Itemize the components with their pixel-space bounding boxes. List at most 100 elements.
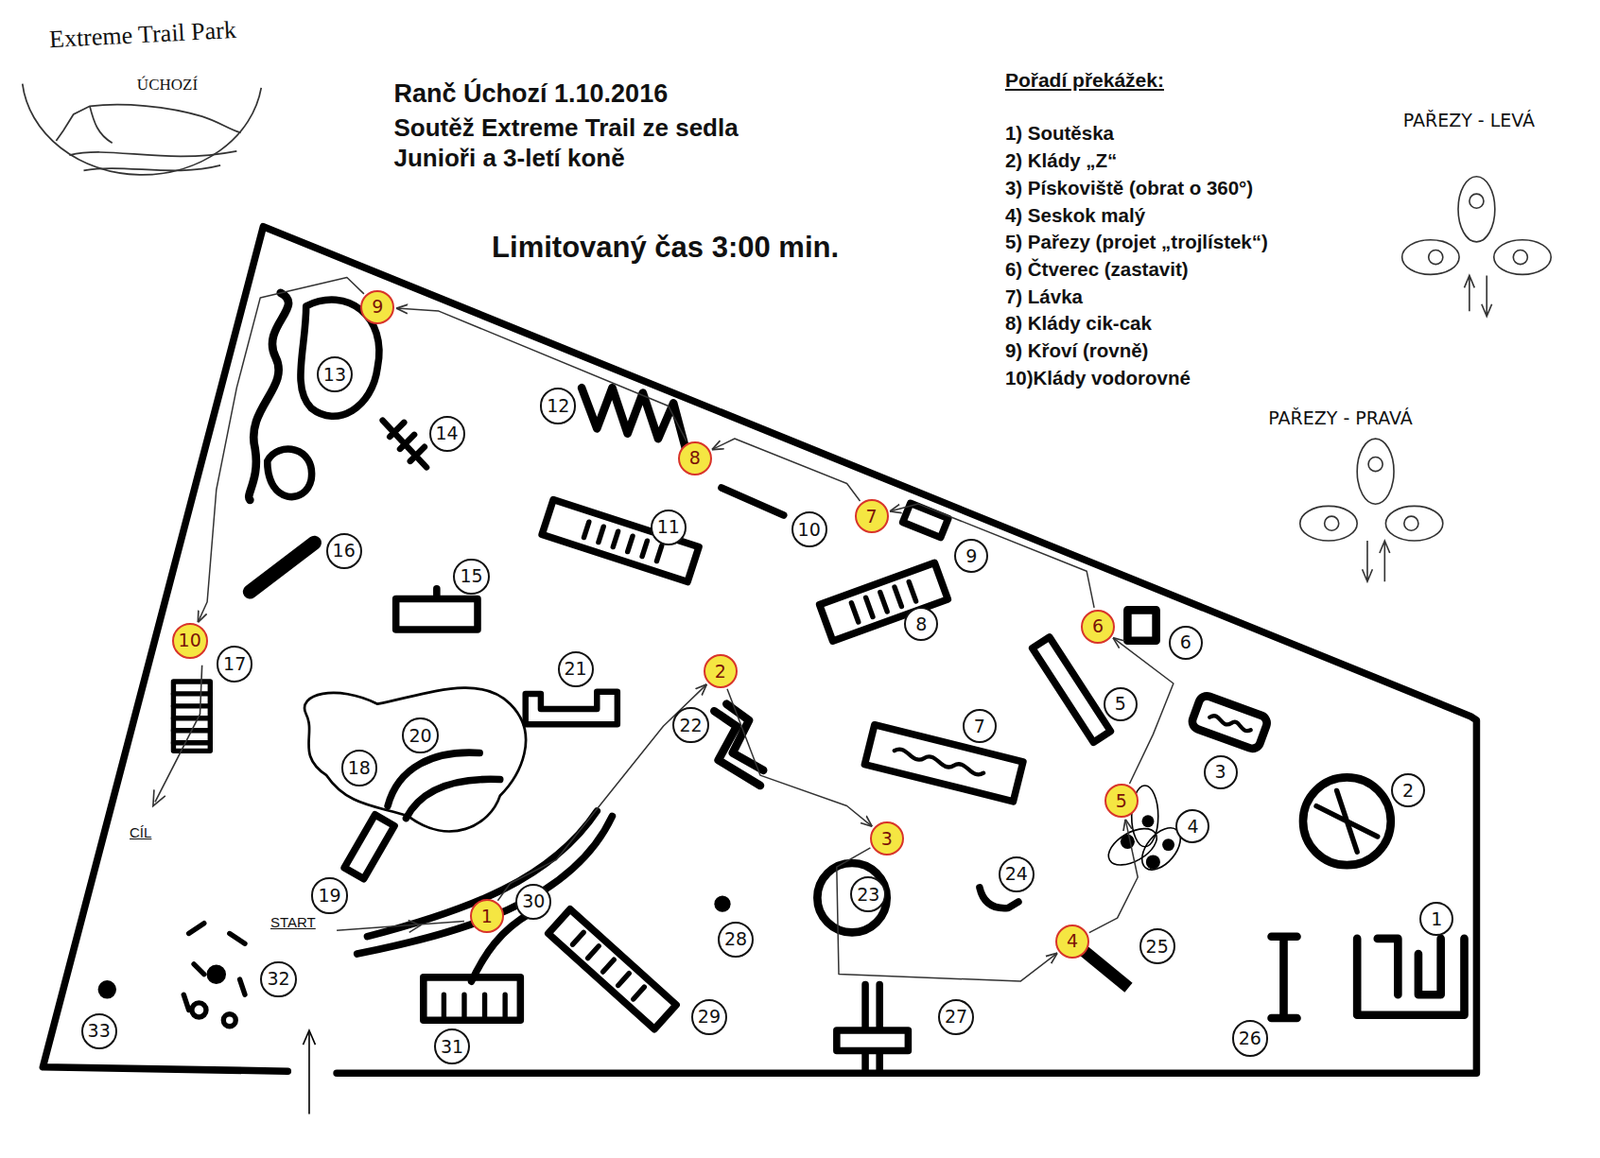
course-number: 5 (1104, 783, 1139, 818)
zigzag-12 (581, 387, 686, 450)
trefoil-diagram-right (1324, 516, 1340, 531)
bar-25 (1083, 951, 1129, 989)
number-text: 4 (1186, 817, 1199, 836)
number-text: 21 (564, 660, 588, 679)
trefoil-diagram-right (1356, 438, 1394, 505)
pit-3 (1190, 694, 1270, 751)
number-text: 23 (856, 886, 880, 905)
square-6 (1127, 609, 1156, 641)
route-line (153, 789, 166, 806)
course-number: 6 (1080, 609, 1115, 644)
post-28 (713, 896, 731, 913)
obstacles (98, 293, 1465, 1072)
text-label: CÍL (129, 824, 152, 841)
obstacle-number: 28 (717, 921, 754, 958)
ladder-17 (173, 694, 210, 744)
number-text: 31 (440, 1038, 464, 1057)
number-text: 19 (317, 886, 341, 905)
number-text: 5 (1114, 695, 1127, 714)
text-label: 4) Seskok malý (1005, 204, 1146, 227)
post-33 (98, 980, 117, 999)
text-label: Limitovaný čas 3:00 min. (491, 230, 839, 265)
text-label: 5) Pařezy (projet „trojlístek“) (1005, 230, 1269, 254)
text-label: PAŘEZY - PRAVÁ (1268, 408, 1412, 430)
number-text: 16 (332, 541, 356, 560)
stones-32 (183, 979, 245, 1010)
number-text: 3 (1215, 763, 1227, 782)
i-beam (1271, 937, 1298, 1019)
number-text: 8 (689, 449, 701, 468)
logo (89, 105, 113, 143)
route-arrow (889, 504, 1095, 609)
stones-32 (191, 1003, 207, 1018)
ladder-8 (819, 562, 949, 642)
number-text: 7 (973, 717, 986, 736)
number-text: 24 (1005, 865, 1028, 884)
trefoil-diagram-left (1494, 240, 1551, 276)
number-text: 2 (1402, 782, 1414, 800)
route-line (155, 665, 203, 803)
number-text: 11 (657, 518, 680, 537)
number-text: 26 (1238, 1029, 1262, 1048)
obstacle-number: 7 (962, 709, 997, 744)
obstacle-number: 5 (1103, 687, 1138, 722)
obstacle-number: 26 (1232, 1020, 1269, 1057)
number-text: 22 (678, 716, 702, 735)
entrance-arrow (308, 1032, 311, 1114)
number-text: 15 (459, 567, 483, 586)
obstacle-number: 32 (260, 961, 296, 998)
text-label: 10)Klády vodorovné (1005, 366, 1191, 390)
course-number: 7 (854, 499, 889, 534)
trefoil-route (1102, 821, 1164, 873)
trefoil-diagram-left (1402, 240, 1460, 276)
title: Ranč Úchozí 1.10.2016 (394, 79, 669, 109)
ladder-31 (443, 994, 505, 1021)
sandpit (1303, 777, 1392, 866)
text-label: Extreme Trail Park (48, 15, 237, 53)
obstacle-number: 25 (1139, 928, 1176, 965)
course-number: 10 (172, 623, 209, 660)
number-text: 33 (87, 1022, 111, 1041)
fence (42, 226, 1477, 1075)
trefoil-diagram-right (1404, 516, 1419, 531)
number-text: 7 (865, 507, 877, 526)
number-text: 8 (915, 615, 927, 634)
obstacle-number: 20 (401, 717, 438, 754)
ladder-17 (173, 681, 210, 751)
obstacle-number: 13 (316, 356, 353, 393)
number-text: 3 (881, 830, 893, 849)
ladder-29 (573, 932, 645, 1000)
ladder-8 (819, 562, 949, 642)
stones-32 (223, 1014, 236, 1027)
number-text: 18 (347, 759, 371, 778)
course-number: 2 (703, 654, 738, 689)
obstacle-number: 1 (1419, 902, 1454, 937)
trefoil-diagram-left (1513, 249, 1528, 264)
obstacle-number: 4 (1175, 809, 1210, 844)
ladder-17 (173, 681, 210, 751)
number-text: 20 (408, 727, 432, 746)
ladder-29 (548, 909, 677, 1030)
number-text: 10 (178, 631, 202, 650)
route-line (336, 921, 465, 932)
route-arrow (712, 438, 861, 502)
obstacle-number: 11 (650, 509, 687, 546)
course-number: 9 (360, 290, 395, 325)
pond-18 (304, 688, 526, 833)
obstacle-number: 6 (1168, 626, 1203, 661)
maze (1356, 939, 1464, 1016)
stumps (1146, 854, 1161, 870)
text-label: 1) Soutěska (1005, 121, 1114, 145)
stones-32 (208, 967, 224, 982)
trefoil-diagram-left (1463, 275, 1492, 316)
number-text: 32 (266, 970, 290, 989)
course-number: 3 (869, 821, 905, 856)
pit-3 (1190, 694, 1270, 751)
trefoil-diagram-left (1458, 176, 1496, 243)
pit-3 (1209, 713, 1253, 733)
fishbone-14 (382, 420, 427, 469)
number-text: 1 (481, 907, 493, 926)
ladder-31 (423, 977, 522, 1021)
